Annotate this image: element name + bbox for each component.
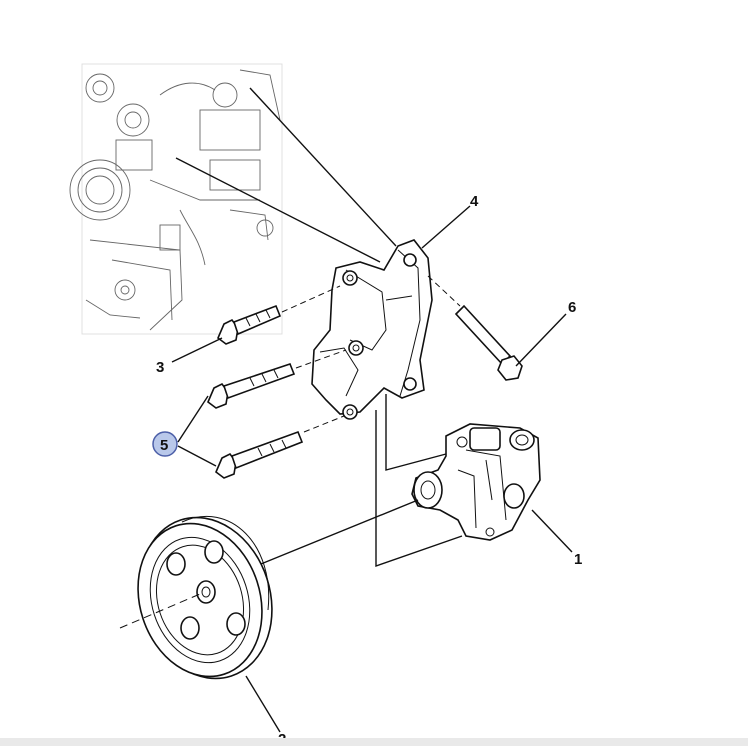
pump-guide-lines [255,394,463,567]
callout-4: 4 [470,193,479,210]
bolt-upper [217,285,341,345]
callout-5: 5 [160,437,168,454]
pulley [119,516,273,680]
bolt-middle [207,349,347,409]
callout-1: 1 [574,551,582,568]
bolt-long [427,275,523,381]
callout-leaders [171,205,573,733]
callout-3: 3 [156,359,164,376]
callout-6: 6 [568,299,576,316]
mounting-bracket [311,239,433,420]
callout-5-highlight [152,431,178,457]
steering-pump [411,423,541,541]
assembly-guide-lines [175,87,397,263]
bolt-lower [215,415,345,479]
engine-block-sketch [69,63,283,335]
bottom-scroll-strip [0,738,748,746]
